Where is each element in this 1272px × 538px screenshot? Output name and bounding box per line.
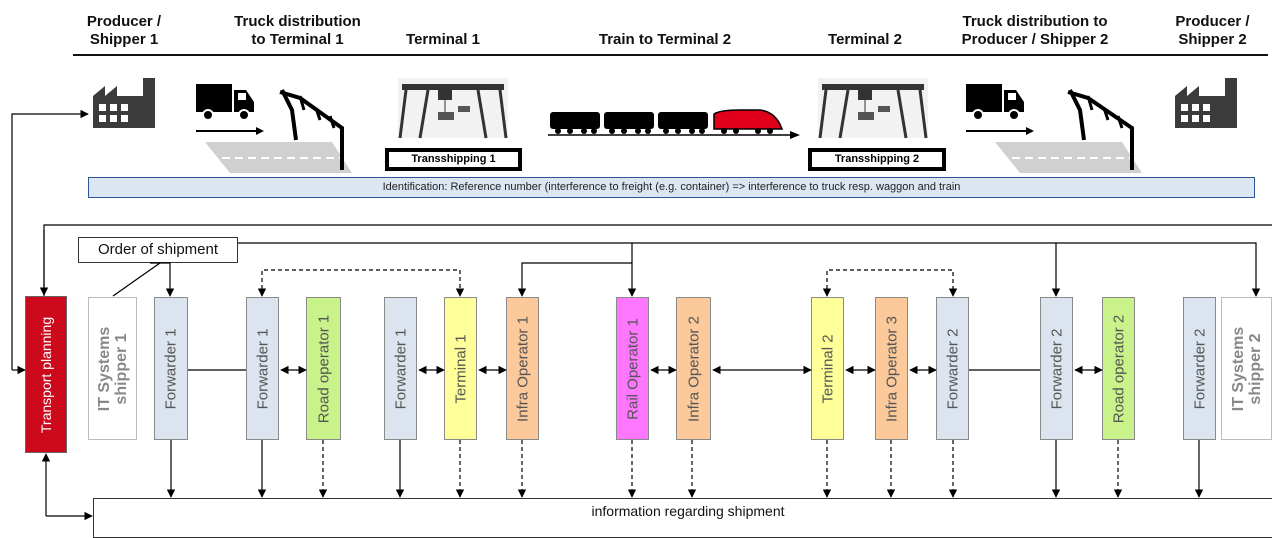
connector-line <box>257 269 465 297</box>
header-terminal-2: Terminal 2 <box>828 31 902 48</box>
gantry-crane-icon <box>818 78 928 139</box>
actor-forwarder-1: Forwarder 1 <box>246 297 279 440</box>
header-terminal-1: Terminal 1 <box>406 31 480 48</box>
road-icon <box>995 89 1142 173</box>
actor-infra-operator-1: Infra Operator 1 <box>506 297 539 440</box>
header-train-to-terminal-2: Train to Terminal 2 <box>598 31 732 48</box>
actor-road-operator-2: Road operator 2 <box>1102 297 1135 440</box>
actor-forwarder-1: Forwarder 1 <box>154 297 188 440</box>
transshipping-1-box: Transshipping 1 <box>385 148 522 171</box>
order-of-shipment-box: Order of shipment <box>78 237 238 263</box>
header-producer-shipper-1: Producer / Shipper 1 <box>86 13 162 48</box>
actor-infra-operator-2: Infra Operator 2 <box>676 297 711 440</box>
truck-icon <box>196 84 264 135</box>
connector-line <box>43 224 1272 296</box>
connector-line <box>238 242 1261 297</box>
truck-icon <box>966 84 1034 135</box>
header-truck-distribution-1: Truck distribution to Terminal 1 <box>234 13 361 48</box>
actor-forwarder-2: Forwarder 2 <box>1183 297 1216 440</box>
actor-transport-planning: Transport planning <box>25 296 67 453</box>
factory-icon <box>1175 78 1237 128</box>
connector-line <box>150 262 175 297</box>
connector-line <box>11 109 89 370</box>
connector-line <box>822 269 958 297</box>
actor-forwarder-1: Forwarder 1 <box>384 297 417 440</box>
transshipping-2-box: Transshipping 2 <box>808 148 946 171</box>
connector-line <box>517 262 632 297</box>
actor-terminal-2: Terminal 2 <box>811 297 844 440</box>
identification-bar: Identification: Reference number (interf… <box>88 177 1255 198</box>
road-icon <box>205 89 352 173</box>
header-truck-distribution-2: Truck distribution to Producer / Shipper… <box>961 13 1109 48</box>
factory-icon <box>93 78 155 128</box>
connector-line <box>112 262 161 297</box>
gantry-crane-icon <box>398 78 508 139</box>
train-icon <box>548 109 800 139</box>
actor-forwarder-2: Forwarder 2 <box>936 297 969 440</box>
actor-it-systems-shipper-2: IT Systems shipper 2 <box>1221 297 1272 440</box>
header-rule <box>73 54 1268 56</box>
actor-forwarder-2: Forwarder 2 <box>1040 297 1073 440</box>
actor-it-systems-shipper-1: IT Systems shipper 1 <box>88 297 137 440</box>
actor-rail-operator-1: Rail Operator 1 <box>616 297 649 440</box>
header-producer-shipper-2: Producer / Shipper 2 <box>1175 13 1250 48</box>
